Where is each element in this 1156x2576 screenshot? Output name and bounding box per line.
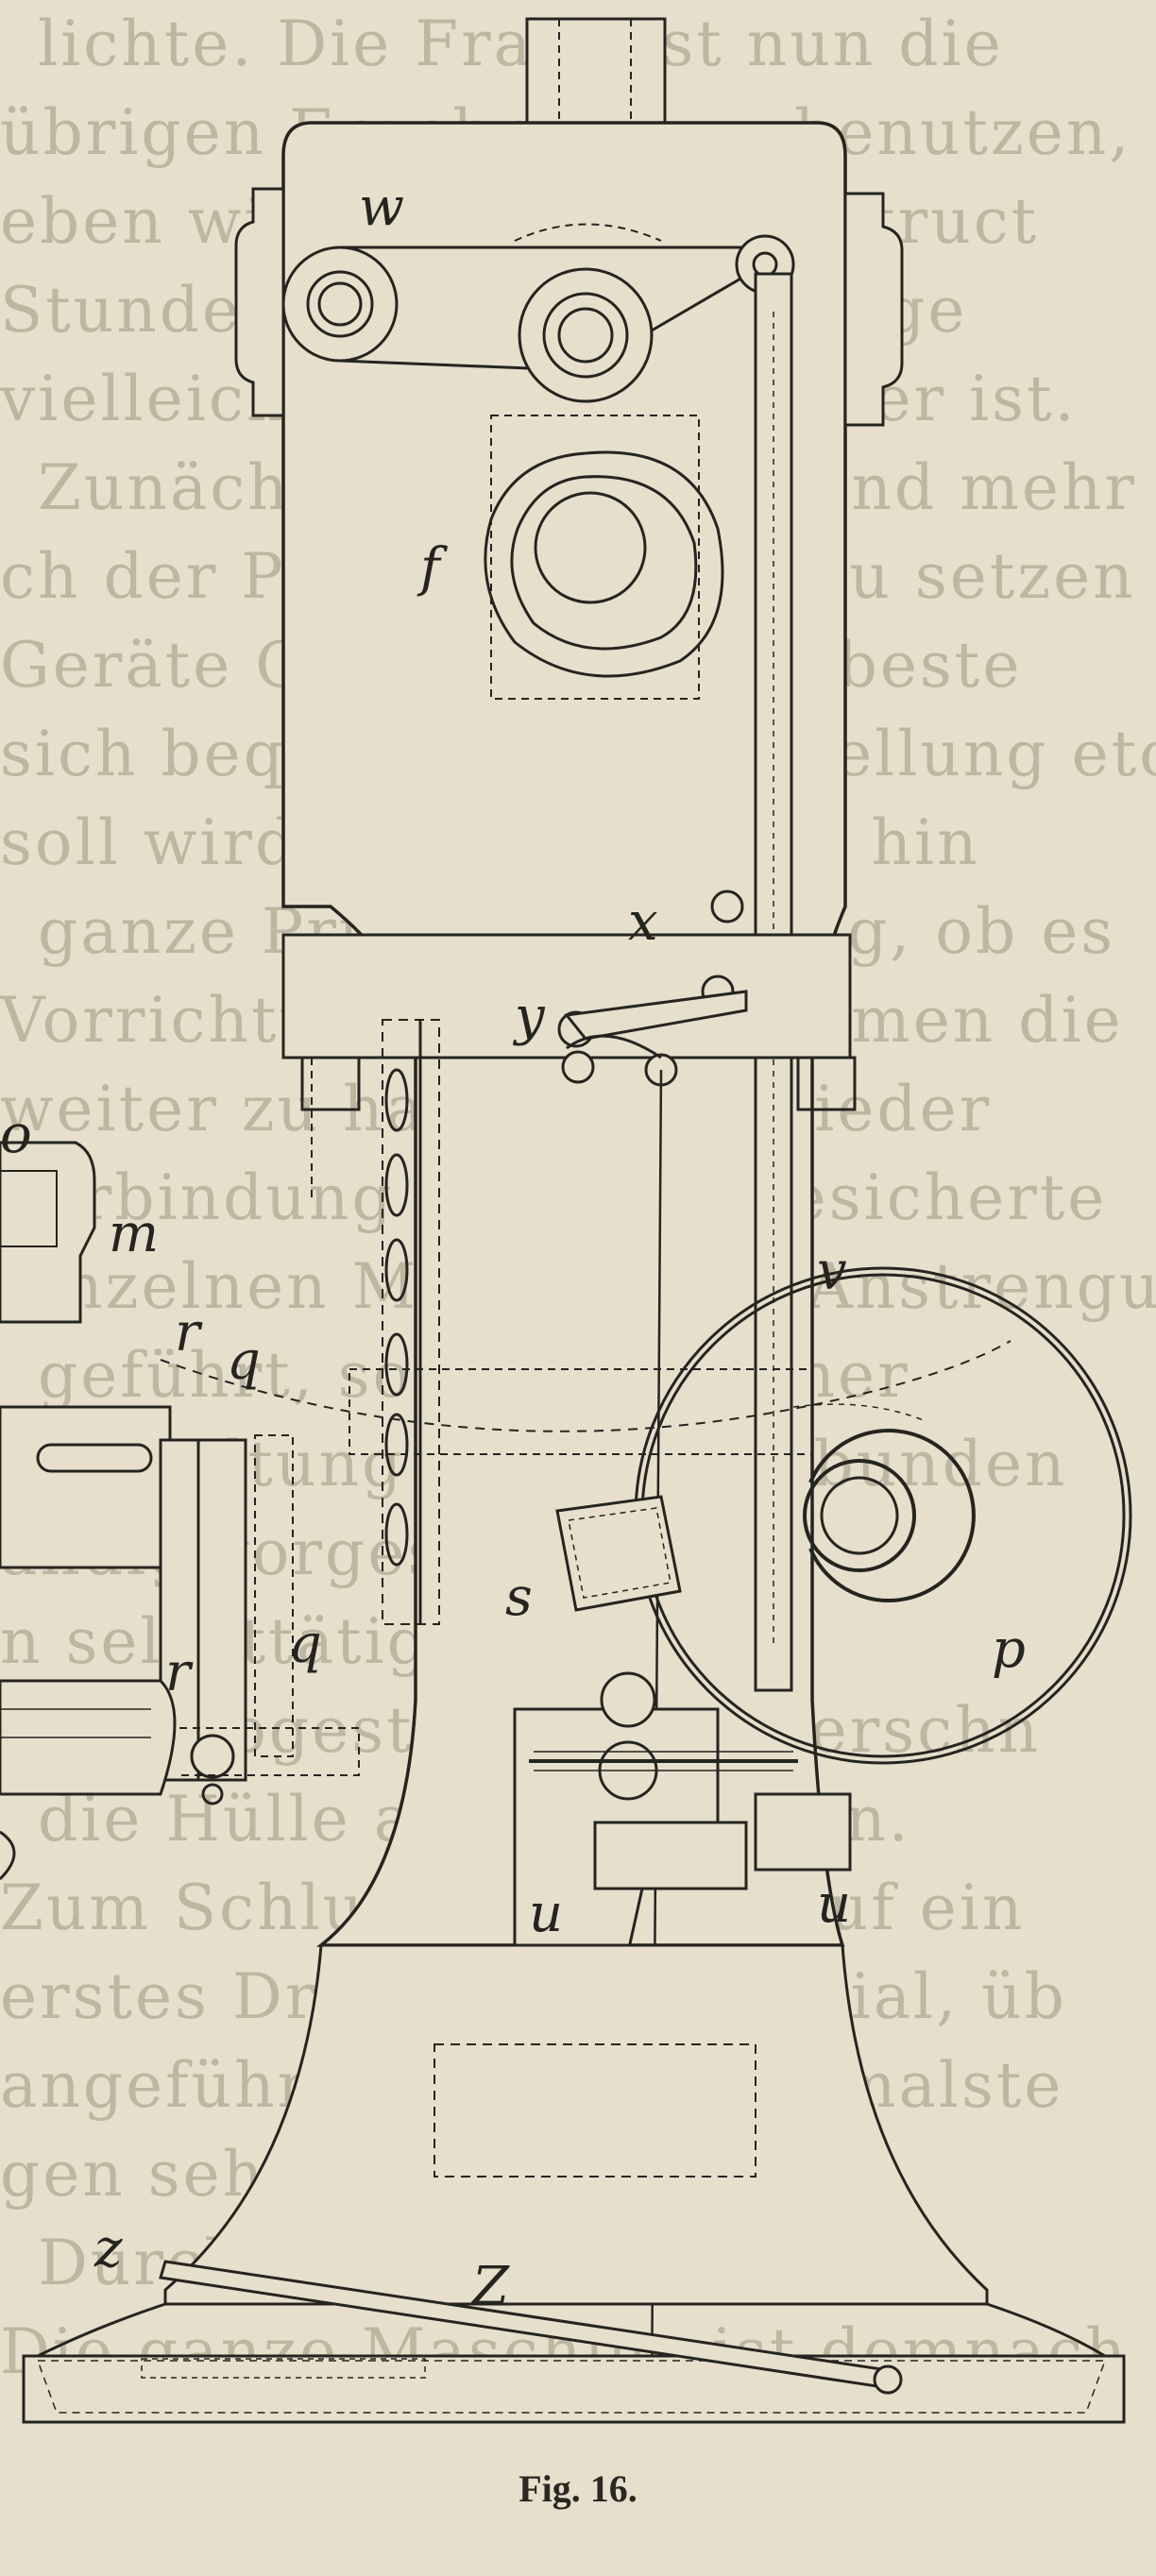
label-o: o: [0, 1104, 32, 1165]
label-s: s: [505, 1567, 533, 1628]
guide-box: [348, 1368, 813, 1455]
pulley-w: [281, 223, 795, 403]
label-m: m: [109, 1203, 159, 1264]
top-shaft: [525, 17, 667, 125]
block-s: [555, 1495, 682, 1612]
label-x: x: [628, 891, 658, 953]
cam-f: [484, 415, 724, 700]
label-q-lower: q: [288, 1614, 322, 1675]
label-r-lower: r: [165, 1642, 194, 1703]
label-z-right: Z: [470, 2256, 510, 2317]
label-u-right: u: [817, 1873, 851, 1935]
machine-base: [22, 1943, 1126, 2424]
linkage-xy: [557, 890, 748, 2399]
label-z-left: z: [94, 2218, 123, 2279]
inner-frame: [382, 1019, 440, 1625]
label-r-upper: r: [175, 1302, 203, 1364]
bleed-through-line: lichte. Die Frage ist nun die: [38, 8, 1004, 80]
label-q-upper: q: [227, 1330, 261, 1392]
figure-caption: Fig. 16.: [518, 2467, 638, 2510]
label-u-left: u: [529, 1883, 563, 1944]
label-w: w: [359, 177, 404, 238]
side-brackets: [234, 187, 904, 427]
label-p: p: [992, 1618, 1026, 1680]
label-v: v: [817, 1241, 847, 1302]
label-y: y: [512, 986, 546, 1047]
left-mechanism: [0, 1141, 360, 1881]
pedal-bar-z: [141, 2260, 903, 2395]
